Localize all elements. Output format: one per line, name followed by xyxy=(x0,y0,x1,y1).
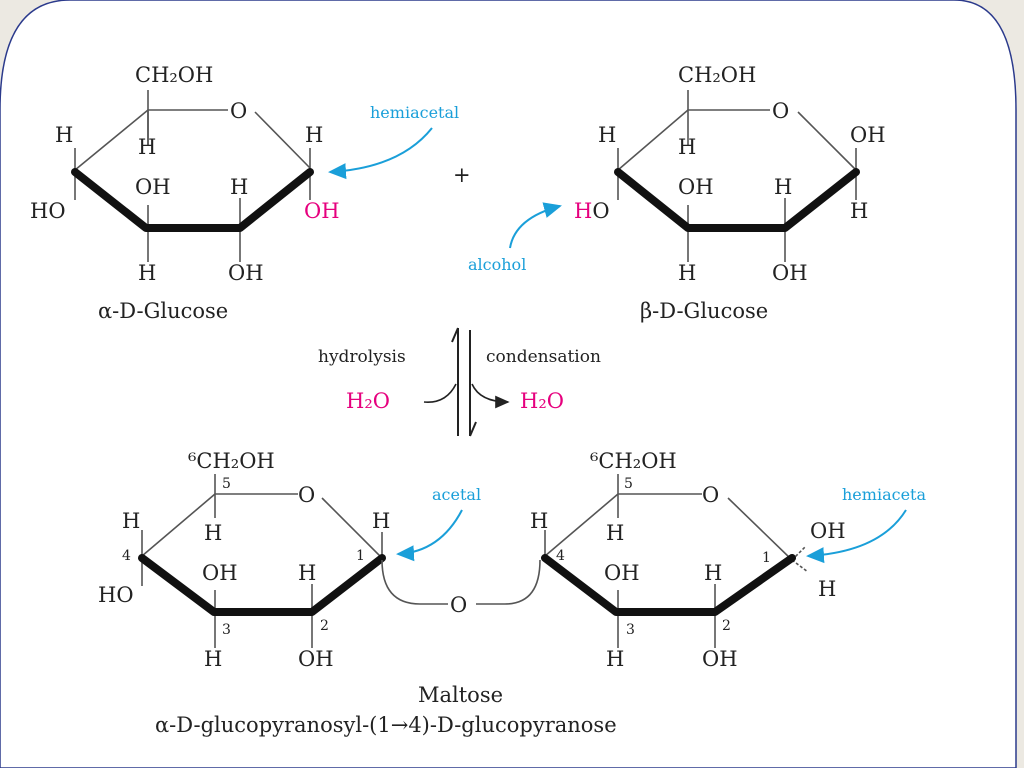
plus-sign: + xyxy=(453,163,471,187)
water-left: H₂O xyxy=(346,389,390,413)
beta-h-left: H xyxy=(598,123,616,147)
beta-ch2oh: CH₂OH xyxy=(678,63,756,87)
maltose-left-c3-number: 3 xyxy=(222,622,231,638)
beta-h-c5: H xyxy=(678,135,696,159)
glycosidic-bridge-oxygen: O xyxy=(450,593,467,617)
label-condensation: condensation xyxy=(486,347,601,367)
maltose-right-c2-number: 2 xyxy=(722,618,731,634)
maltose-right-ring: ⁶CH₂OH 5 O H H 4 OH 1 H OH H 3 2 H OH xyxy=(530,449,846,671)
water-right: H₂O xyxy=(520,389,564,413)
maltose-left-h-c5: H xyxy=(204,521,222,545)
alpha-d-glucose: CH₂OH O H H H HO OH H OH H OH α-D-Glucos… xyxy=(30,63,340,323)
maltose-left-ring: ⁶CH₂OH 5 O H H H 1 4 HO OH H 3 2 H OH xyxy=(98,449,390,671)
beta-ring-oxygen: O xyxy=(772,99,789,123)
beta-h-c3: H xyxy=(678,261,696,285)
maltose-left-c2-number: 2 xyxy=(320,618,329,634)
beta-ho-c4: HO xyxy=(574,199,610,223)
maltose-left-oh-c2: OH xyxy=(298,647,334,671)
beta-name: β-D-Glucose xyxy=(640,299,768,323)
annotation-alcohol: alcohol xyxy=(468,255,526,274)
reaction-equilibrium: hydrolysis condensation H₂O H₂O xyxy=(318,327,601,437)
beta-oh-c2: OH xyxy=(772,261,808,285)
maltose-right-h-c1: H xyxy=(818,577,836,601)
maltose-iupac-name: α-D-glucopyranosyl-(1→4)-D-glucopyranose xyxy=(155,713,617,737)
maltose-right-ring-oxygen: O xyxy=(702,483,719,507)
beta-oh-c1: OH xyxy=(850,123,886,147)
maltose-left-c5-number: 5 xyxy=(222,476,231,492)
maltose-left-oh-c3: OH xyxy=(202,561,238,585)
maltose-right-c4-number: 4 xyxy=(556,548,565,564)
annotation-hemiacetal-bottom: hemiaceta xyxy=(842,485,926,504)
maltose-left-h-c1: H xyxy=(372,509,390,533)
maltose-name: Maltose xyxy=(418,683,503,707)
maltose-right-c1-number: 1 xyxy=(762,550,771,566)
beta-h-c1: H xyxy=(850,199,868,223)
alpha-ho-c4: HO xyxy=(30,199,66,223)
maltose-left-c4-number: 4 xyxy=(122,548,131,564)
alpha-oh-c1: OH xyxy=(304,199,340,223)
alpha-h-c3: H xyxy=(138,261,156,285)
alpha-ring-oxygen: O xyxy=(230,99,247,123)
alpha-oh-c3: OH xyxy=(135,175,171,199)
maltose-left-h-c3: H xyxy=(204,647,222,671)
maltose-right-oh-c3: OH xyxy=(604,561,640,585)
beta-d-glucose: CH₂OH O H H OH HO OH H H H OH β-D-Glucos… xyxy=(574,63,886,323)
maltose-left-h-c2: H xyxy=(298,561,316,585)
maltose-left-ch2oh: ⁶CH₂OH xyxy=(188,449,275,473)
beta-h-c2: H xyxy=(774,175,792,199)
maltose-right-ch2oh: ⁶CH₂OH xyxy=(590,449,677,473)
annotation-acetal: acetal xyxy=(432,485,481,504)
maltose-left-ring-oxygen: O xyxy=(298,483,315,507)
maltose-left-c1-number: 1 xyxy=(356,548,365,564)
maltose-right-h-c3: H xyxy=(606,647,624,671)
maltose-right-c5-number: 5 xyxy=(624,476,633,492)
annotation-hemiacetal-top: hemiacetal xyxy=(370,103,459,122)
maltose-right-oh-c1: OH xyxy=(810,519,846,543)
alpha-h-c2: H xyxy=(230,175,248,199)
maltose-left-ho-c4: HO xyxy=(98,583,134,607)
maltose-right-c3-number: 3 xyxy=(626,622,635,638)
maltose-right-h-left: H xyxy=(530,509,548,533)
maltose-right-h-c2: H xyxy=(704,561,722,585)
maltose-right-oh-c2: OH xyxy=(702,647,738,671)
maltose-right-h-c5: H xyxy=(606,521,624,545)
alpha-ch2oh: CH₂OH xyxy=(135,63,213,87)
alpha-h-c5: H xyxy=(138,135,156,159)
alpha-name: α-D-Glucose xyxy=(98,299,228,323)
alpha-h-c1: H xyxy=(305,123,323,147)
beta-oh-c3: OH xyxy=(678,175,714,199)
label-hydrolysis: hydrolysis xyxy=(318,347,406,367)
maltose-left-h-left: H xyxy=(122,509,140,533)
alpha-oh-c2: OH xyxy=(228,261,264,285)
alpha-h-left: H xyxy=(55,123,73,147)
